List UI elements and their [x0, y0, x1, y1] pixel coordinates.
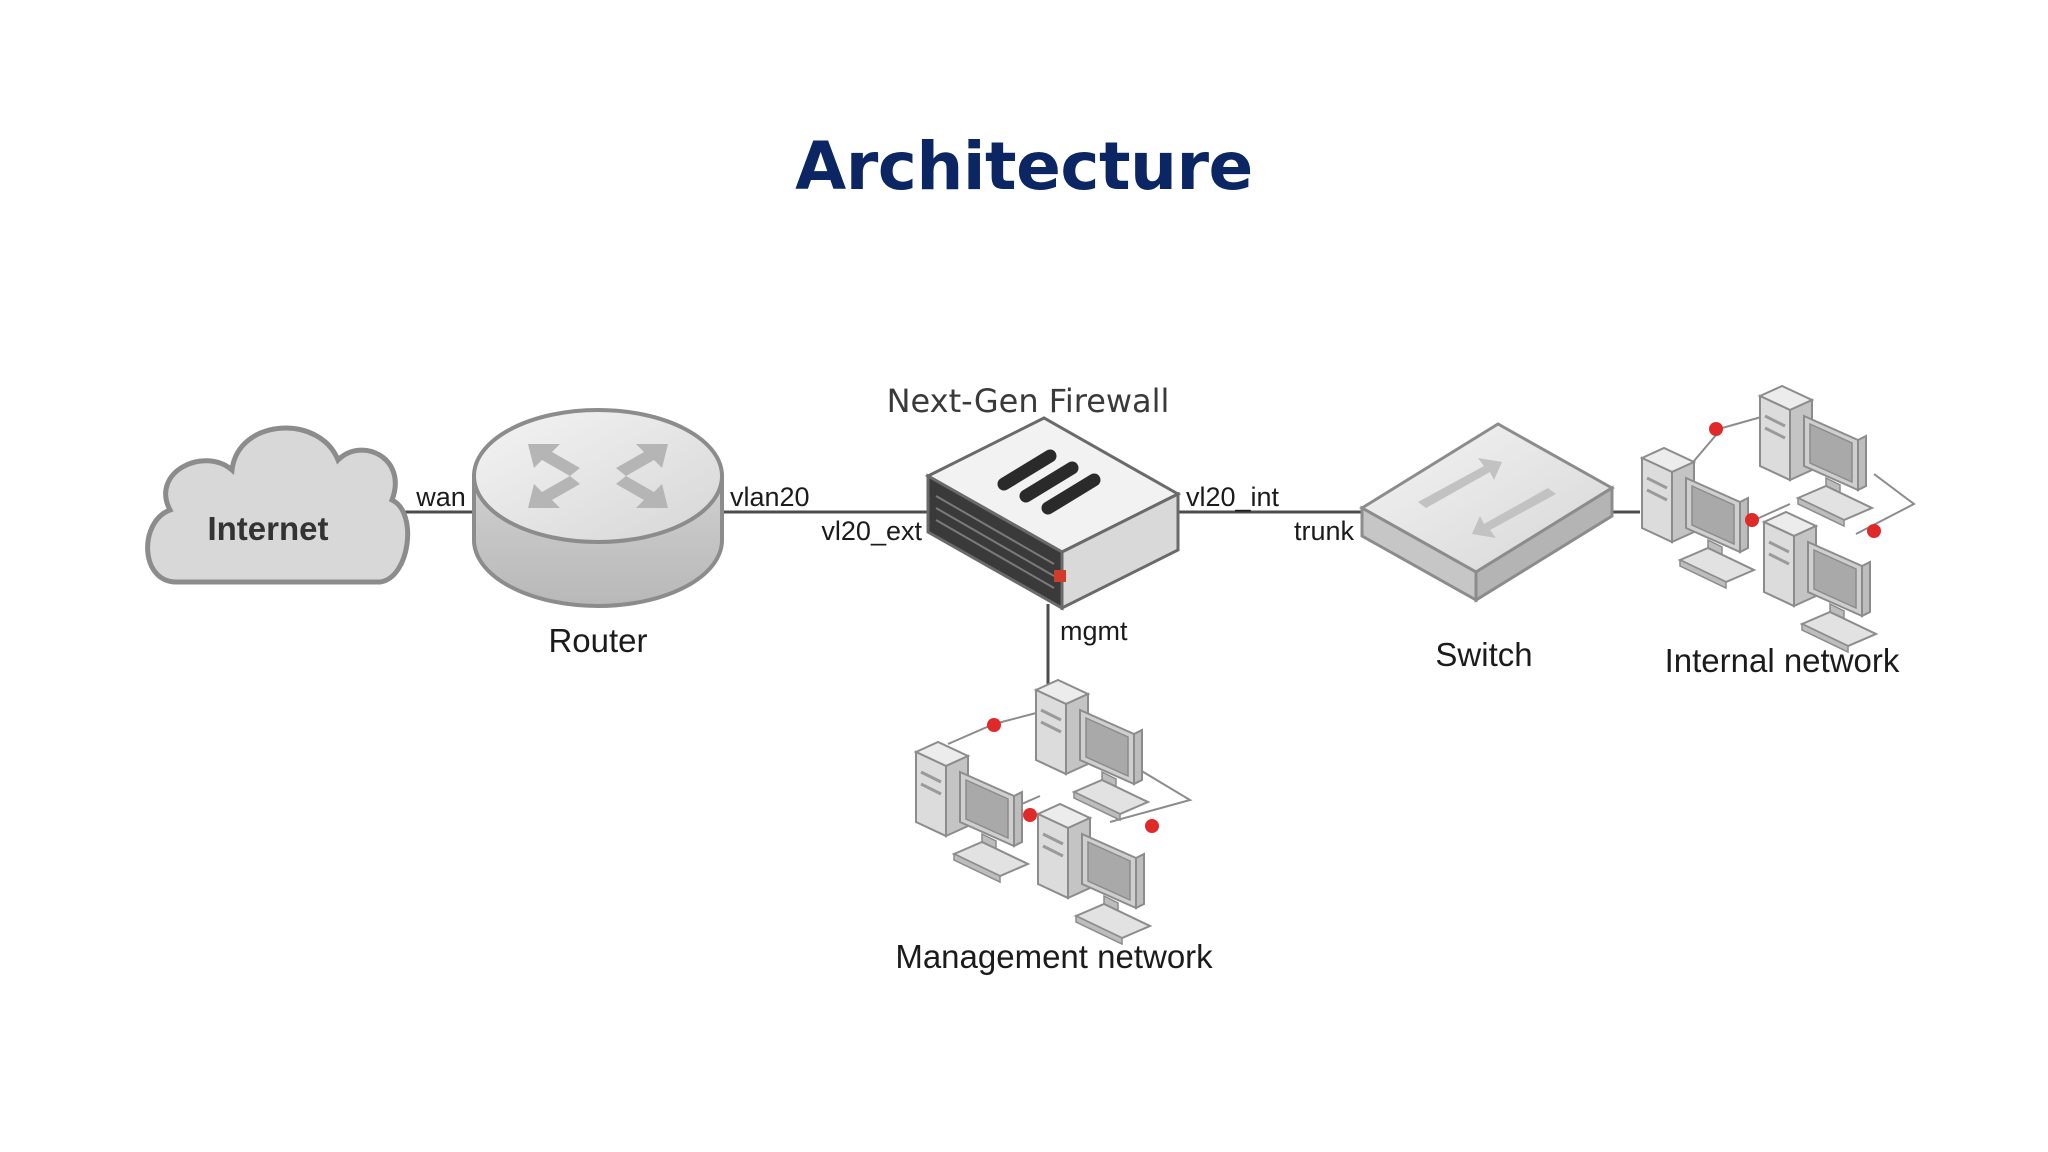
cloud-icon — [145, 425, 411, 585]
port-label-vl20-int: vl20_int — [1186, 482, 1280, 512]
router-icon — [472, 408, 724, 608]
port-label-trunk: trunk — [1294, 516, 1355, 546]
router-label: Router — [548, 622, 647, 659]
computer-workstation-icon — [1758, 384, 1874, 528]
switch-icon — [1359, 422, 1615, 603]
computer-workstation-icon — [1036, 802, 1152, 946]
port-label-vlan20: vlan20 — [730, 482, 810, 512]
firewall-appliance-icon — [924, 416, 1182, 611]
link-dot — [1023, 808, 1037, 822]
link-dot — [987, 718, 1001, 732]
computer-workstation-icon — [1640, 446, 1756, 590]
internal-network-label: Internal network — [1665, 642, 1900, 679]
link-dot — [1709, 422, 1723, 436]
internet-label: Internet — [207, 510, 328, 547]
internal-network-cluster — [1640, 384, 1916, 654]
link-dot — [1145, 819, 1159, 833]
port-label-mgmt: mgmt — [1060, 616, 1128, 646]
computer-workstation-icon — [1034, 678, 1150, 822]
port-label-vl20-ext: vl20_ext — [821, 516, 922, 546]
switch-label: Switch — [1435, 636, 1532, 673]
management-network-label: Management network — [895, 938, 1213, 975]
slide-title: Architecture — [795, 128, 1253, 205]
link-dot — [1745, 513, 1759, 527]
port-label-wan: wan — [415, 482, 466, 512]
management-network-cluster — [914, 678, 1193, 946]
firewall-label: Next-Gen Firewall — [887, 382, 1170, 420]
link-dot — [1867, 524, 1881, 538]
computer-workstation-icon — [914, 740, 1030, 884]
